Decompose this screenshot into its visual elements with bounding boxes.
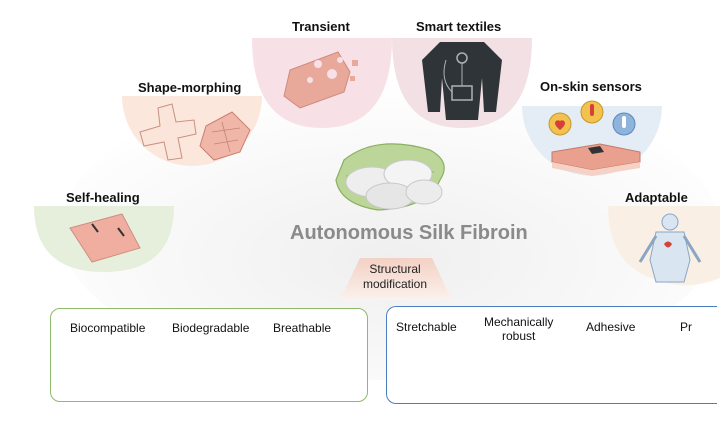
shape-morphing-icon xyxy=(139,103,251,161)
modification-arrow xyxy=(340,258,452,300)
transient-label: Transient xyxy=(292,19,350,34)
on-skin-sensors-icon xyxy=(548,100,641,176)
smart-shirt-icon xyxy=(422,42,502,120)
engineered-properties-box xyxy=(386,306,717,404)
stretchable-label: Stretchable xyxy=(396,320,457,334)
adaptable-body-icon xyxy=(638,213,702,283)
partial-property-label: Pr xyxy=(680,320,692,334)
self-healing-label: Self-healing xyxy=(66,190,140,205)
transient-film-icon xyxy=(283,51,358,109)
center-title: Autonomous Silk Fibroin xyxy=(290,222,528,244)
modification-line2: modification xyxy=(362,277,428,291)
mech-line2: robust xyxy=(502,329,536,343)
adaptable-label: Adaptable xyxy=(625,190,688,205)
biodegradable-label: Biodegradable xyxy=(172,321,250,335)
inherent-properties-box xyxy=(50,308,368,402)
adhesive-label: Adhesive xyxy=(586,320,636,334)
mechanically-robust-label: Mechanically robust xyxy=(484,315,553,343)
self-healing-icon xyxy=(69,213,141,263)
on-skin-sensors-label: On-skin sensors xyxy=(540,79,642,94)
modification-label: Structural modification xyxy=(350,262,440,292)
biocompatible-label: Biocompatible xyxy=(70,321,146,335)
silk-cocoons-icon xyxy=(335,143,445,211)
mech-line1: Mechanically xyxy=(484,315,554,329)
smart-textiles-label: Smart textiles xyxy=(416,19,502,34)
breathable-label: Breathable xyxy=(273,321,332,335)
shape-morphing-label: Shape-morphing xyxy=(138,80,242,95)
modification-line1: Structural xyxy=(369,262,421,276)
